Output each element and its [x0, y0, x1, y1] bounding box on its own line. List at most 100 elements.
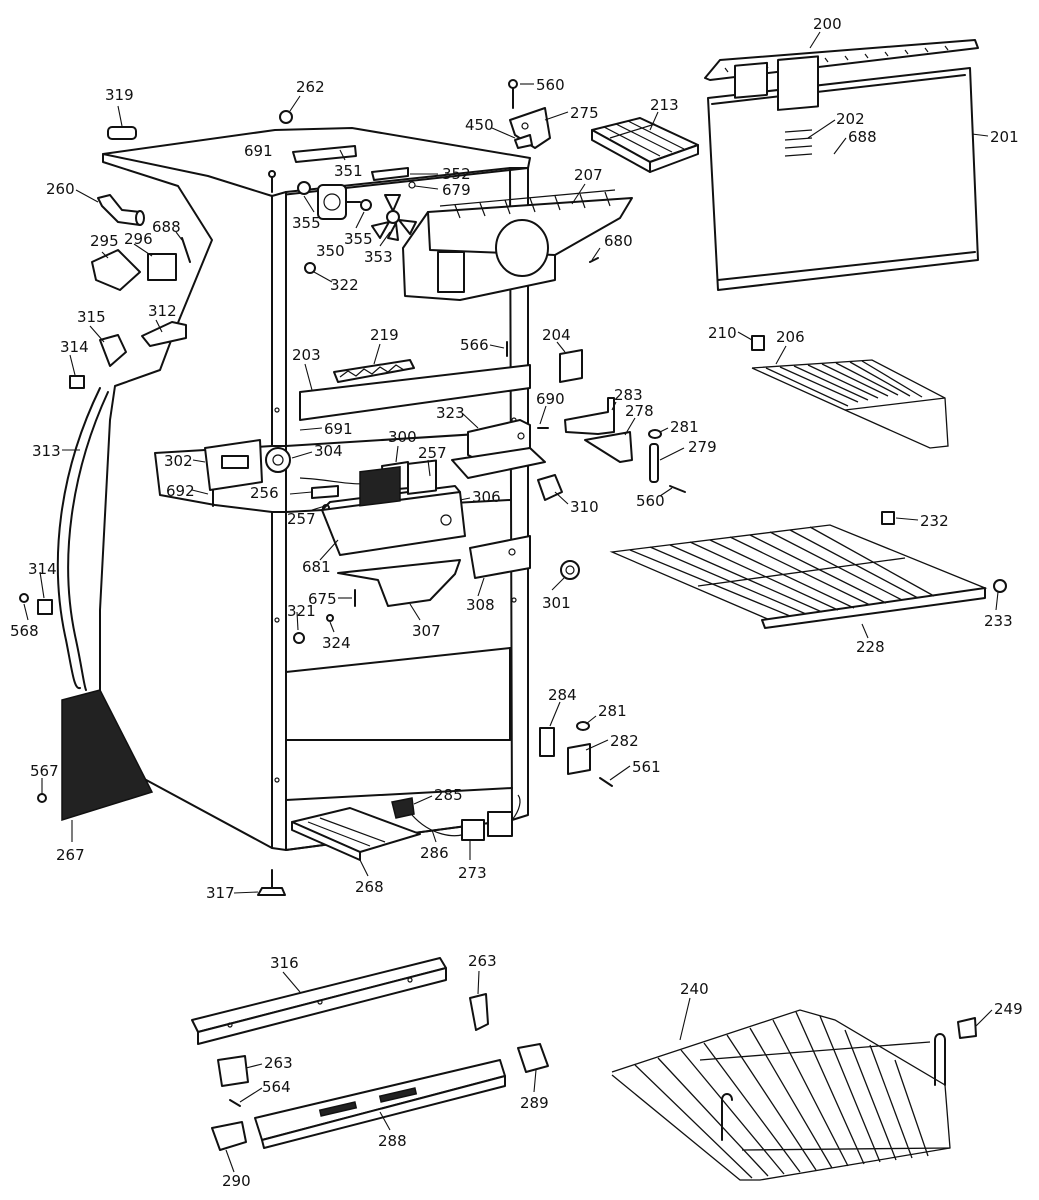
- ice-tray: [591, 117, 699, 173]
- label-314: 314: [28, 560, 57, 578]
- label-206: 206: [776, 328, 805, 346]
- label-273: 273: [458, 864, 487, 882]
- label-302: 302: [164, 452, 193, 470]
- light-shield: [337, 559, 461, 607]
- label-262: 262: [296, 78, 325, 96]
- label-315: 315: [77, 308, 106, 326]
- label-560: 560: [536, 76, 565, 94]
- label-319: 319: [105, 86, 134, 104]
- label-300: 300: [388, 428, 417, 446]
- label-233: 233: [984, 612, 1013, 630]
- label-314: 314: [60, 338, 89, 356]
- label-688: 688: [848, 128, 877, 146]
- label-310: 310: [570, 498, 599, 516]
- evaporator-cover: [402, 189, 633, 301]
- label-561: 561: [632, 758, 661, 776]
- label-316: 316: [270, 954, 299, 972]
- label-351: 351: [334, 162, 363, 180]
- freezer-door-panel: [704, 39, 979, 291]
- label-692: 692: [166, 482, 195, 500]
- freezer-shelf: [751, 335, 949, 449]
- label-260: 260: [46, 180, 75, 198]
- cabinet-shell: [61, 127, 531, 851]
- label-317: 317: [206, 884, 235, 902]
- label-282: 282: [610, 732, 639, 750]
- label-691: 691: [244, 142, 273, 160]
- label-202: 202: [836, 110, 865, 128]
- label-213: 213: [650, 96, 679, 114]
- lower-hinge: [539, 721, 613, 787]
- label-210: 210: [708, 324, 737, 342]
- label-200: 200: [813, 15, 842, 33]
- label-322: 322: [330, 276, 359, 294]
- label-313: 313: [32, 442, 61, 460]
- label-249: 249: [994, 1000, 1023, 1018]
- label-256: 256: [250, 484, 279, 502]
- label-353: 353: [364, 248, 393, 266]
- drain-tube-parts: [19, 194, 191, 803]
- light-switch: [560, 560, 580, 580]
- label-568: 568: [10, 622, 39, 640]
- label-204: 204: [542, 326, 571, 344]
- label-201: 201: [990, 128, 1019, 146]
- label-321: 321: [287, 602, 316, 620]
- mullion-strip: [299, 341, 583, 421]
- label-284: 284: [548, 686, 577, 704]
- label-681: 681: [302, 558, 331, 576]
- label-688: 688: [152, 218, 181, 236]
- label-296: 296: [124, 230, 153, 248]
- label-308: 308: [466, 596, 495, 614]
- label-263: 263: [468, 952, 497, 970]
- door-bracket: [508, 79, 551, 149]
- leveling-leg: [257, 869, 286, 896]
- label-560: 560: [636, 492, 665, 510]
- label-257: 257: [287, 510, 316, 528]
- label-286: 286: [420, 844, 449, 862]
- label-564: 564: [262, 1078, 291, 1096]
- label-219: 219: [370, 326, 399, 344]
- label-285: 285: [434, 786, 463, 804]
- fan-blade: [371, 194, 417, 241]
- label-691: 691: [324, 420, 353, 438]
- label-690: 690: [536, 390, 565, 408]
- fan-motor: [317, 184, 361, 220]
- label-679: 679: [442, 181, 471, 199]
- label-289: 289: [520, 1094, 549, 1112]
- insulation-panel: [61, 689, 154, 822]
- label-450: 450: [465, 116, 494, 134]
- label-268: 268: [355, 878, 384, 896]
- label-323: 323: [436, 404, 465, 422]
- label-275: 275: [570, 104, 599, 122]
- label-278: 278: [625, 402, 654, 420]
- part-number-labels: 200 201 202 688 213 560 275 450 319 262 …: [10, 15, 1023, 1190]
- label-281: 281: [598, 702, 627, 720]
- label-567: 567: [30, 762, 59, 780]
- label-232: 232: [920, 512, 949, 530]
- switch-plate: [469, 535, 531, 579]
- control-housing: [204, 439, 291, 507]
- drain-pan: [291, 807, 421, 861]
- label-304: 304: [314, 442, 343, 460]
- label-355: 355: [344, 230, 373, 248]
- label-352: 352: [442, 165, 471, 183]
- label-257: 257: [418, 444, 447, 462]
- label-288: 288: [378, 1132, 407, 1150]
- label-675: 675: [308, 590, 337, 608]
- label-566: 566: [460, 336, 489, 354]
- label-350: 350: [316, 242, 345, 260]
- label-267: 267: [56, 846, 85, 864]
- wire-basket: [611, 1009, 951, 1181]
- label-307: 307: [412, 622, 441, 640]
- label-312: 312: [148, 302, 177, 320]
- label-240: 240: [680, 980, 709, 998]
- label-203: 203: [292, 346, 321, 364]
- label-324: 324: [322, 634, 351, 652]
- label-283: 283: [614, 386, 643, 404]
- label-301: 301: [542, 594, 571, 612]
- label-228: 228: [856, 638, 885, 656]
- label-290: 290: [222, 1172, 251, 1190]
- kickplate: [254, 1059, 506, 1149]
- label-279: 279: [688, 438, 717, 456]
